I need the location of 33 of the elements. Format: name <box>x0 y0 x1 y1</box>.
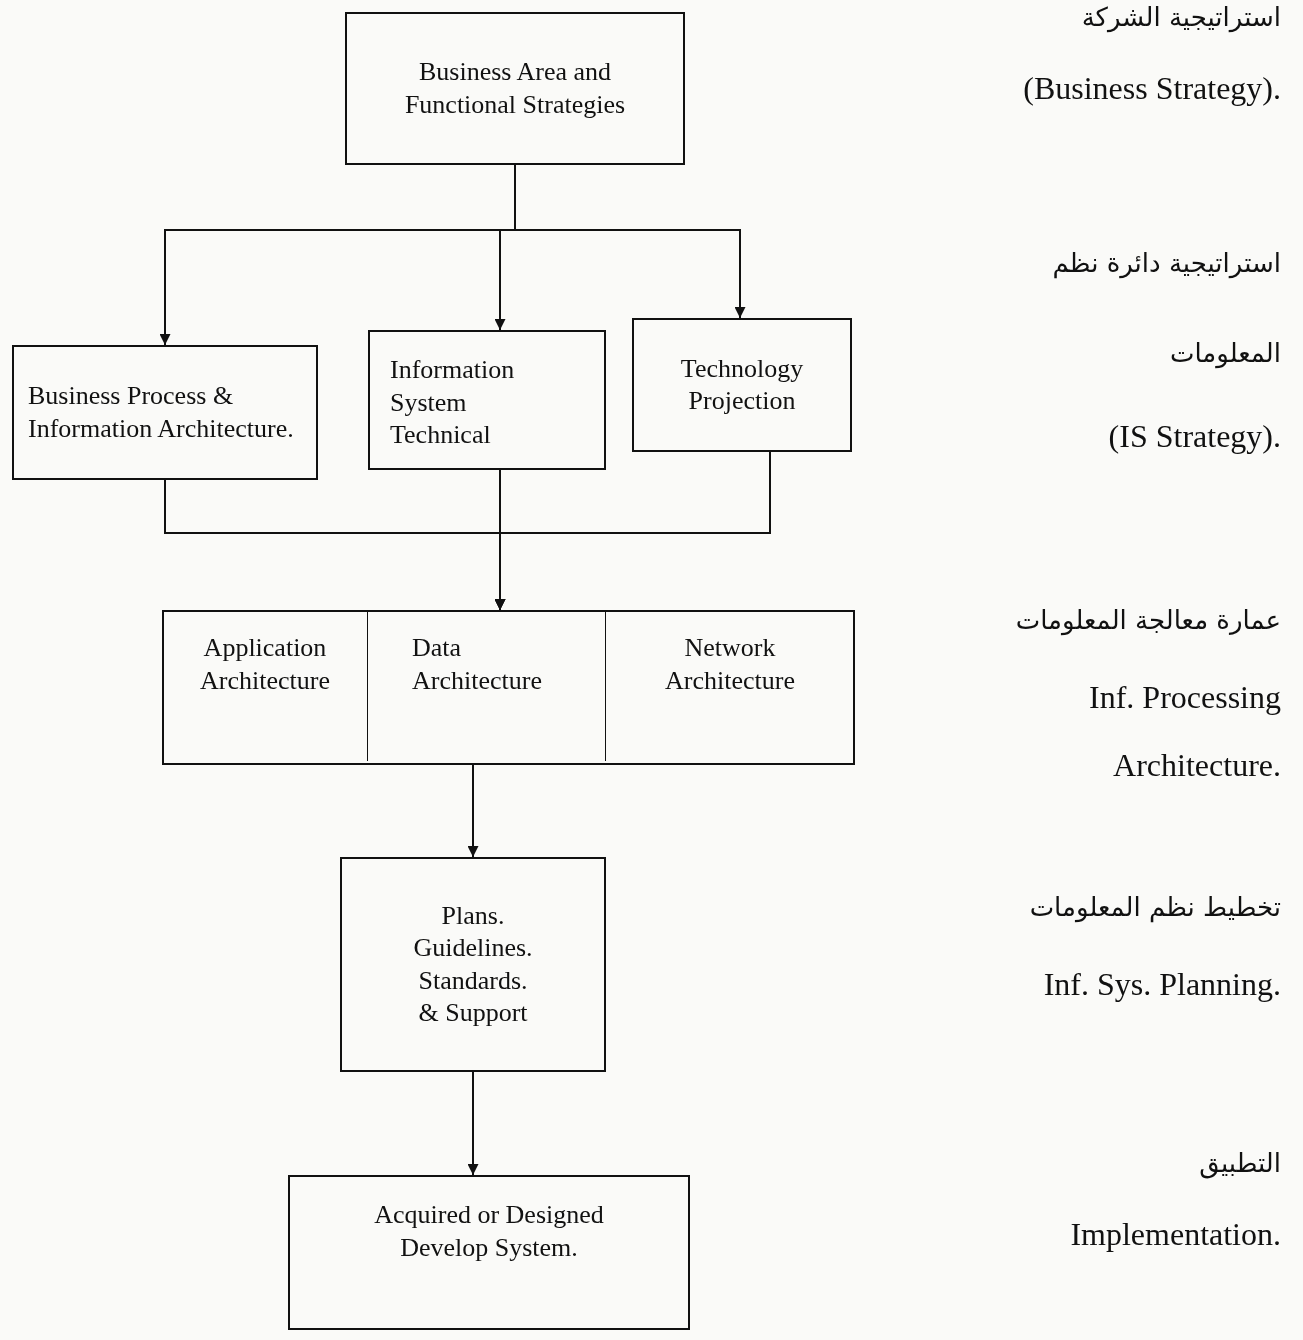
process-box <box>288 1175 690 1330</box>
box-text: Data Architecture <box>412 632 543 697</box>
box-text: Technology Projection <box>679 352 805 417</box>
side-label: التطبيق <box>1199 1148 1281 1178</box>
box-text: & Support <box>417 997 529 1029</box>
process-box <box>632 318 852 452</box>
process-box <box>345 12 685 165</box>
box-text: Plans. <box>440 899 506 932</box>
side-label: (IS Strategy). <box>1108 418 1281 455</box>
box-text: Business Process & Information Architecture. <box>28 380 295 445</box>
process-box <box>12 345 318 480</box>
side-label: (Business Strategy). <box>1023 70 1281 107</box>
box-text: Acquired or Designed Develop System. <box>373 1199 605 1264</box>
box-text: Network Architecture <box>664 632 796 697</box>
group-box <box>162 610 855 765</box>
side-label: Inf. Processing Architecture. <box>1088 678 1281 785</box>
arrow <box>514 164 746 319</box>
side-label: Implementation. <box>1070 1216 1281 1253</box>
side-label: عمارة معالجة المعلومات <box>1015 605 1281 635</box>
box-text: Guidelines. <box>412 932 534 964</box>
side-label: استراتيجية الشركة <box>1081 2 1281 32</box>
box-text: Information System Technical <box>390 354 516 451</box>
box-text: Application Architecture <box>199 632 331 697</box>
arrow <box>494 451 771 611</box>
process-box <box>368 330 606 470</box>
process-box <box>340 857 606 1072</box>
side-label: تخطيط نظم المعلومات <box>1029 892 1281 922</box>
box-text: Business Area and Functional Strategies <box>403 56 627 121</box>
side-label: استراتيجية دائرة نظم المعلومات <box>1051 247 1281 371</box>
arrow <box>467 764 479 858</box>
side-label: Inf. Sys. Planning. <box>1043 966 1281 1003</box>
box-text: Standards. <box>417 964 529 997</box>
arrow <box>467 1071 479 1176</box>
